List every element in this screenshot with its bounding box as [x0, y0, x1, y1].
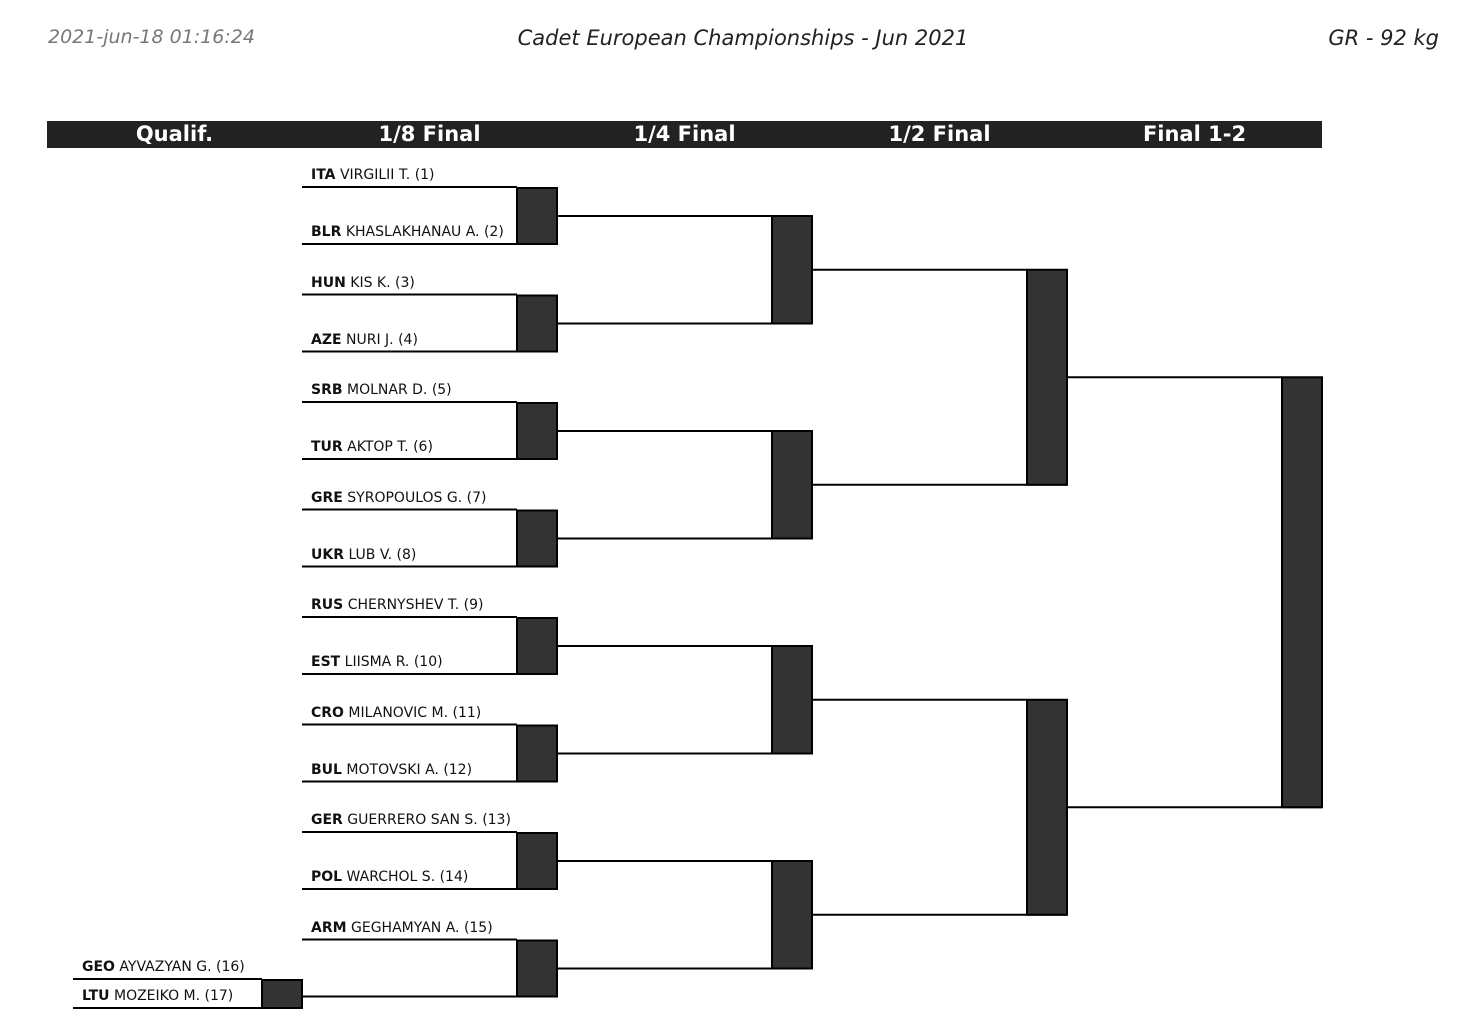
wrestler-name: KHASLAKHANAU A. [345, 224, 480, 240]
wrestler-seed: (8) [396, 546, 417, 563]
wrestler-name: WARCHOL S. [346, 869, 436, 885]
wrestler-seed: (7) [466, 489, 487, 506]
wrestler-name: NURI J. [346, 331, 394, 348]
wrestler-country: TUR [311, 439, 343, 455]
wrestler-slot: RUS CHERNYSHEV T. (9) [311, 597, 484, 613]
wrestler-name: GEGHAMYAN A. [351, 919, 460, 936]
wrestler-country: GRE [311, 489, 343, 506]
timestamp: 2021-jun-18 01:16:24 [48, 26, 255, 48]
wrestler-seed: (5) [431, 382, 452, 398]
match-box-semi-final [1026, 698, 1068, 916]
wrestler-seed: (16) [216, 959, 245, 975]
wrestler-country: UKR [311, 546, 344, 563]
wrestler-country: AZE [311, 331, 342, 348]
wrestler-slot: SRB MOLNAR D. (5) [311, 382, 452, 398]
wrestler-slot: CRO MILANOVIC M. (11) [311, 705, 481, 721]
wrestler-name: MILANOVIC M. [348, 704, 449, 721]
wrestler-country: POL [311, 869, 343, 885]
match-box-quarter-final [771, 430, 813, 540]
wrestler-country: EST [311, 654, 341, 670]
wrestler-slot: ITA VIRGILII T. (1) [311, 167, 435, 183]
round-label-qualif: Qualif. [135, 122, 214, 146]
wrestler-slot: GER GUERRERO SAN S. (13) [311, 812, 511, 828]
wrestler-name: GUERRERO SAN S. [347, 812, 478, 828]
wrestler-country: LTU [82, 988, 110, 1004]
wrestler-name: AYVAZYAN G. [119, 959, 212, 975]
wrestler-seed: (11) [452, 704, 482, 721]
match-box-eighth-final [516, 724, 558, 783]
wrestler-name: LIISMA R. [344, 654, 410, 670]
match-box-eighth-final [516, 939, 558, 998]
wrestler-slot: BUL MOTOVSKI A. (12) [311, 762, 472, 778]
wrestler-slot: TUR AKTOP T. (6) [311, 439, 433, 455]
wrestler-name: VIRGILII T. [339, 167, 411, 183]
wrestler-seed: (6) [413, 439, 433, 455]
match-box-eighth-final [516, 402, 558, 460]
wrestler-seed: (15) [463, 919, 493, 936]
match-box-quarter-final [771, 645, 813, 755]
wrestler-slot: UKR LUB V. (8) [311, 547, 416, 563]
match-box-final [1281, 376, 1323, 809]
round-label-semi-final: 1/2 Final [888, 122, 991, 146]
wrestler-seed: (9) [463, 597, 484, 613]
match-box-eighth-final [516, 509, 558, 568]
match-box-qualif [261, 979, 303, 1009]
wrestler-name: LUB V. [348, 546, 393, 563]
match-box-eighth-final [516, 294, 558, 353]
wrestler-name: AKTOP T. [347, 439, 409, 455]
wrestler-slot: POL WARCHOL S. (14) [311, 869, 468, 885]
match-box-eighth-final [516, 832, 558, 890]
wrestler-seed: (4) [398, 331, 418, 348]
wrestler-country: SRB [311, 382, 343, 398]
wrestler-country: GER [311, 812, 343, 828]
wrestler-country: HUN [311, 274, 346, 291]
wrestler-seed: (1) [414, 167, 435, 183]
match-box-eighth-final [516, 617, 558, 675]
wrestler-country: CRO [311, 704, 344, 721]
wrestler-name: KIS K. [350, 274, 391, 291]
round-header-bar: Qualif. 1/8 Final 1/4 Final 1/2 Final Fi… [47, 121, 1322, 148]
wrestler-seed: (10) [413, 654, 443, 670]
wrestler-seed: (14) [439, 869, 469, 885]
round-label-eighth-final: 1/8 Final [378, 122, 481, 146]
wrestler-seed: (13) [482, 812, 511, 828]
wrestler-slot: AZE NURI J. (4) [311, 332, 418, 348]
match-box-semi-final [1026, 268, 1068, 486]
match-box-eighth-final [516, 187, 558, 245]
match-box-quarter-final [771, 215, 813, 325]
wrestler-seed: (2) [483, 224, 504, 240]
wrestler-name: MOZEIKO M. [113, 988, 201, 1004]
page-title: Cadet European Championships - Jun 2021 [517, 26, 969, 50]
round-label-quarter-final: 1/4 Final [633, 122, 736, 146]
wrestler-seed: (12) [443, 761, 473, 778]
match-box-quarter-final [771, 860, 813, 970]
weight-category: GR - 92 kg [1328, 26, 1439, 50]
wrestler-country: BLR [311, 224, 342, 240]
wrestler-seed: (17) [204, 988, 234, 1004]
round-label-final: Final 1-2 [1142, 122, 1247, 146]
wrestler-country: GEO [82, 959, 115, 975]
wrestler-seed: (3) [395, 274, 415, 291]
wrestler-slot: HUN KIS K. (3) [311, 275, 415, 291]
wrestler-country: ARM [311, 919, 347, 936]
wrestler-name: CHERNYSHEV T. [347, 597, 460, 613]
wrestler-country: BUL [311, 761, 342, 778]
wrestler-country: ITA [311, 167, 336, 183]
wrestler-name: MOTOVSKI A. [346, 761, 439, 778]
wrestler-slot: GRE SYROPOULOS G. (7) [311, 490, 486, 506]
wrestler-slot-qualif: LTU MOZEIKO M. (17) [82, 988, 233, 1004]
wrestler-slot: EST LIISMA R. (10) [311, 654, 443, 670]
wrestler-slot-qualif: GEO AYVAZYAN G. (16) [82, 959, 245, 975]
wrestler-name: SYROPOULOS G. [347, 489, 463, 506]
wrestler-country: RUS [311, 597, 344, 613]
wrestler-slot: BLR KHASLAKHANAU A. (2) [311, 224, 504, 240]
wrestler-name: MOLNAR D. [347, 382, 428, 398]
wrestler-slot: ARM GEGHAMYAN A. (15) [311, 920, 493, 936]
